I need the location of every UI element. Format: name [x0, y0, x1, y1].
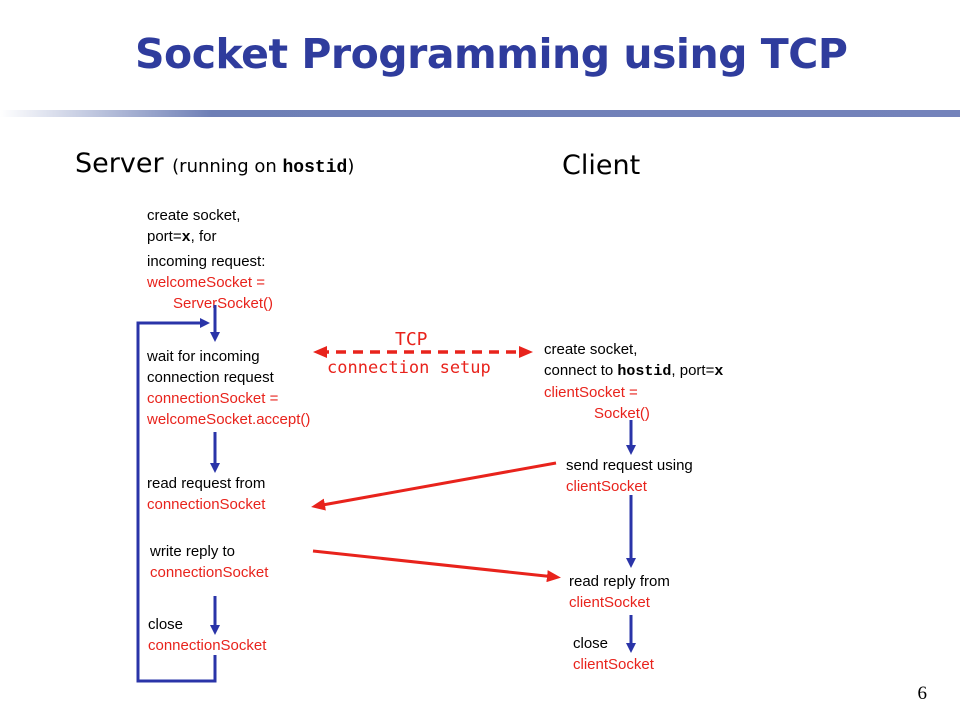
server-step-wait: wait for incoming connection request con… — [147, 346, 310, 430]
server-close-code1: connectionSocket — [148, 637, 267, 654]
server-wait-code1: connectionSocket = — [147, 390, 279, 407]
connection-setup-label: connection setup — [327, 358, 491, 378]
server-close-line1: close — [148, 616, 184, 633]
server-create-line3: incoming request: — [147, 253, 266, 270]
server-step-create: create socket, port=x, for incoming requ… — [147, 205, 273, 314]
server-subheading-host: hostid — [282, 158, 348, 178]
client-heading: Client — [562, 150, 641, 181]
server-step-close: close connectionSocket — [148, 614, 266, 656]
client-close-code1: clientSocket — [573, 656, 654, 673]
server-loop-arrow — [136, 318, 217, 683]
client-step-close: close clientSocket — [573, 633, 654, 675]
client-create-port-value: x — [714, 363, 724, 380]
client-create-code1: clientSocket = — [544, 384, 638, 401]
page-number: 6 — [917, 683, 928, 704]
client-step-create: create socket, connect to hostid, port=x… — [544, 339, 723, 424]
server-wait-code2: welcomeSocket.accept() — [147, 411, 311, 428]
client-create-code2: Socket() — [594, 405, 650, 422]
request-arrow — [311, 461, 557, 511]
client-read-line1: read reply from — [569, 573, 670, 590]
server-subheading: (running on hostid) — [172, 156, 355, 178]
server-read-line1: read request from — [147, 475, 266, 492]
server-create-line1: create socket, — [147, 207, 241, 224]
server-subheading-suffix: ) — [347, 156, 355, 177]
server-create-port-suffix: , for — [190, 228, 217, 245]
client-create-connect-label: connect to — [544, 362, 618, 379]
server-step-write: write reply to connectionSocket — [150, 541, 268, 583]
page-title: Socket Programming using TCP — [135, 30, 848, 78]
server-heading: Server (running on hostid) — [75, 148, 354, 179]
server-subheading-prefix: (running on — [172, 156, 283, 177]
server-read-code1: connectionSocket — [147, 496, 266, 513]
server-write-line1: write reply to — [150, 543, 236, 560]
server-heading-text: Server — [75, 148, 164, 179]
server-create-port-value: x — [181, 229, 191, 246]
client-send-line1: send request using — [566, 457, 693, 474]
server-step-read: read request from connectionSocket — [147, 473, 265, 515]
server-create-code1: welcomeSocket = — [147, 274, 265, 291]
client-step-read: read reply from clientSocket — [569, 571, 670, 613]
tcp-label: TCP — [395, 329, 428, 350]
client-send-code1: clientSocket — [566, 478, 647, 495]
server-create-code2: ServerSocket() — [173, 295, 274, 312]
client-create-host: hostid — [617, 363, 672, 380]
title-divider — [0, 110, 960, 117]
client-create-port-label: , port= — [671, 362, 715, 379]
server-write-code1: connectionSocket — [150, 564, 269, 581]
client-create-line1: create socket, — [544, 341, 638, 358]
reply-arrow — [312, 549, 561, 583]
client-read-code1: clientSocket — [569, 594, 650, 611]
client-create-line2: connect to hostid, port=x — [544, 360, 723, 382]
client-step-send: send request using clientSocket — [566, 455, 693, 497]
server-wait-line2: connection request — [147, 369, 274, 386]
server-create-port-label: port= — [147, 228, 182, 245]
client-close-line1: close — [573, 635, 609, 652]
server-wait-line1: wait for incoming — [147, 348, 260, 365]
server-create-line2: port=x, for — [147, 226, 273, 248]
